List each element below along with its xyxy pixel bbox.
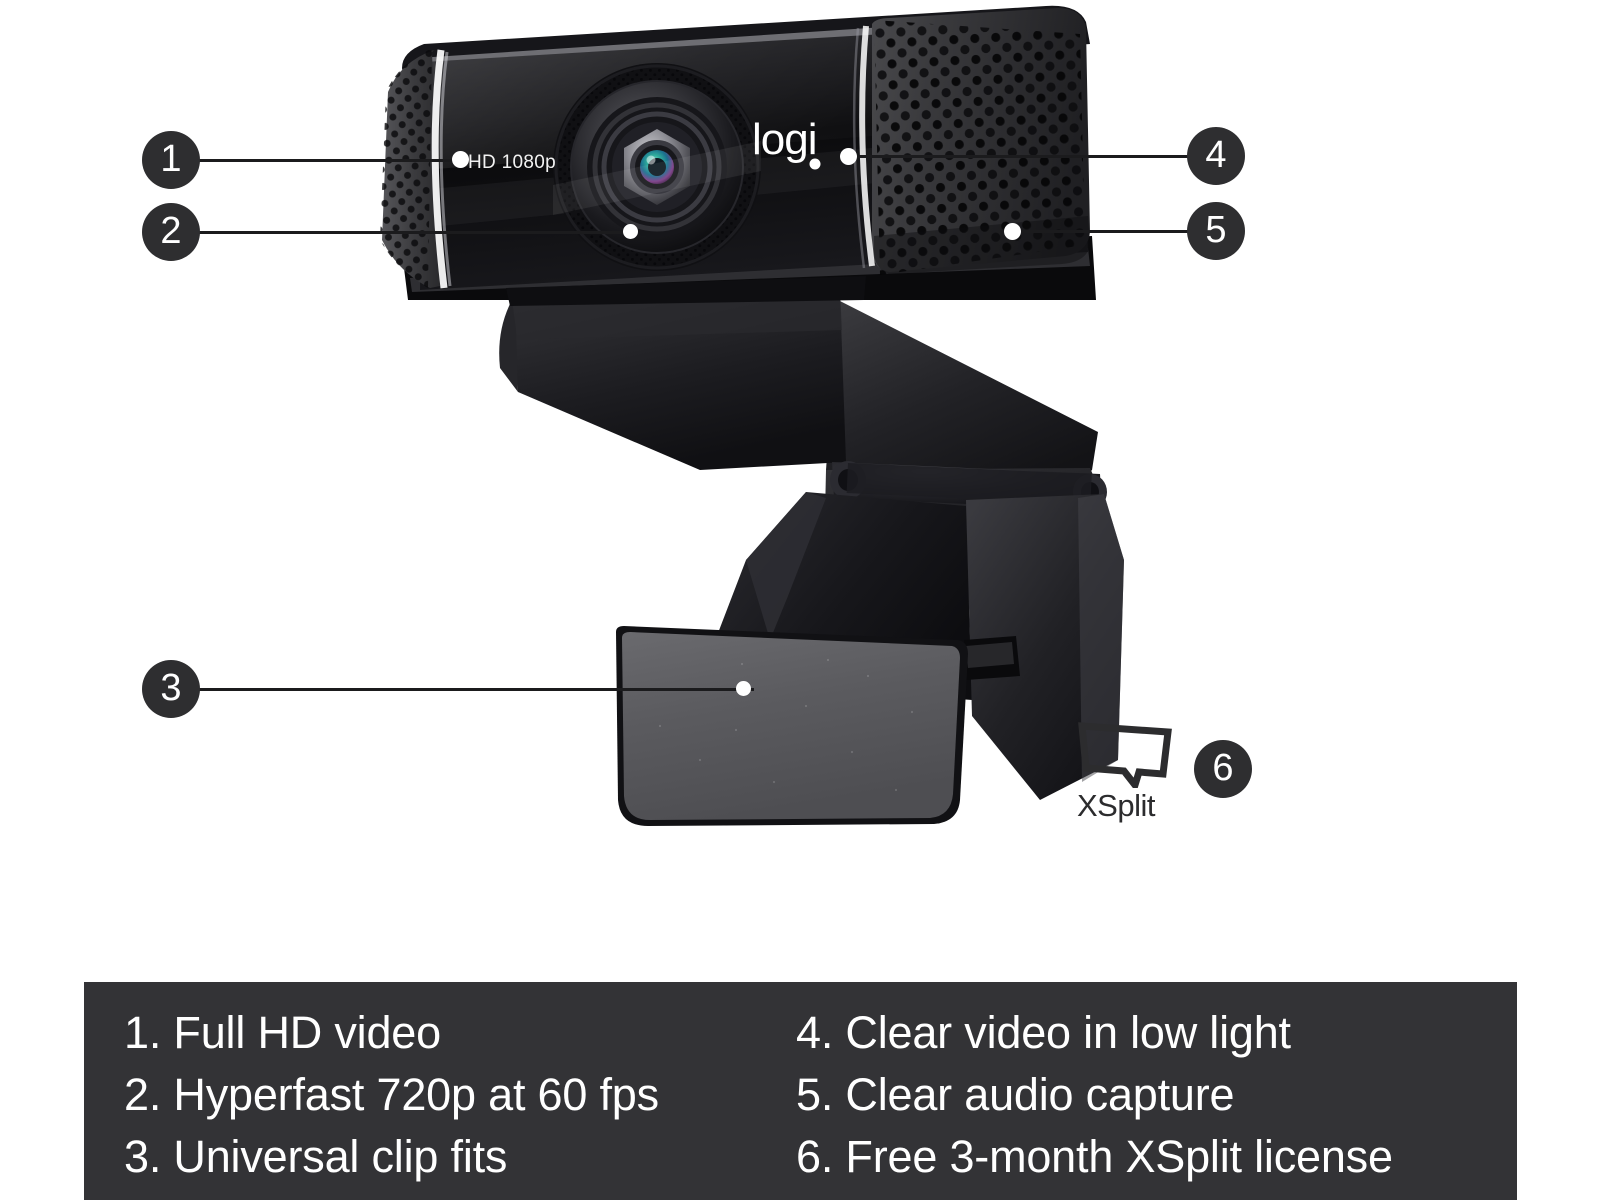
leader-line-2 bbox=[196, 231, 638, 234]
leader-line-5 bbox=[1014, 230, 1192, 233]
callout-badge-3[interactable]: 3 bbox=[142, 660, 200, 718]
callout-badge-4[interactable]: 4 bbox=[1187, 127, 1245, 185]
callout-badge-2[interactable]: 2 bbox=[142, 203, 200, 261]
caption-line-4: 4. Clear video in low light bbox=[796, 1007, 1291, 1058]
callout-badge-1-number: 1 bbox=[160, 138, 182, 180]
xsplit-label: XSplit bbox=[1077, 788, 1155, 823]
feature-caption-bar: 1. Full HD video 2. Hyperfast 720p at 60… bbox=[84, 982, 1517, 1200]
caption-line-3: 3. Universal clip fits bbox=[124, 1131, 508, 1182]
caption-column-right: 4. Clear video in low light 5. Clear aud… bbox=[796, 1002, 1496, 1200]
callout-badge-6[interactable]: 6 bbox=[1194, 740, 1252, 798]
caption-line-1: 1. Full HD video bbox=[124, 1007, 441, 1058]
xsplit-monitor-icon bbox=[1078, 722, 1172, 788]
callout-badge-2-number: 2 bbox=[160, 210, 182, 252]
callout-badge-3-number: 3 bbox=[160, 667, 182, 709]
leader-line-3 bbox=[196, 688, 754, 691]
caption-line-5: 5. Clear audio capture bbox=[796, 1069, 1235, 1120]
leader-line-1 bbox=[196, 159, 464, 162]
leader-line-4 bbox=[851, 155, 1191, 158]
marker-dot-2 bbox=[623, 224, 638, 239]
callout-badge-5[interactable]: 5 bbox=[1187, 202, 1245, 260]
marker-dot-3 bbox=[736, 681, 751, 696]
callout-badge-5-number: 5 bbox=[1205, 209, 1227, 251]
svg-text:logi: logi bbox=[752, 115, 817, 164]
marker-dot-5 bbox=[1004, 223, 1021, 240]
callout-badge-1[interactable]: 1 bbox=[142, 131, 200, 189]
caption-column-left: 1. Full HD video 2. Hyperfast 720p at 60… bbox=[124, 1002, 796, 1200]
callout-badge-6-number: 6 bbox=[1212, 747, 1234, 789]
caption-line-6: 6. Free 3-month XSplit license bbox=[796, 1131, 1393, 1182]
xsplit-logo-block: XSplit bbox=[1077, 722, 1187, 821]
device-hd-label: HD 1080p bbox=[468, 152, 556, 173]
marker-dot-4 bbox=[840, 148, 857, 165]
callout-badge-4-number: 4 bbox=[1205, 134, 1227, 176]
marker-dot-1 bbox=[452, 151, 469, 168]
caption-line-2: 2. Hyperfast 720p at 60 fps bbox=[124, 1069, 659, 1120]
